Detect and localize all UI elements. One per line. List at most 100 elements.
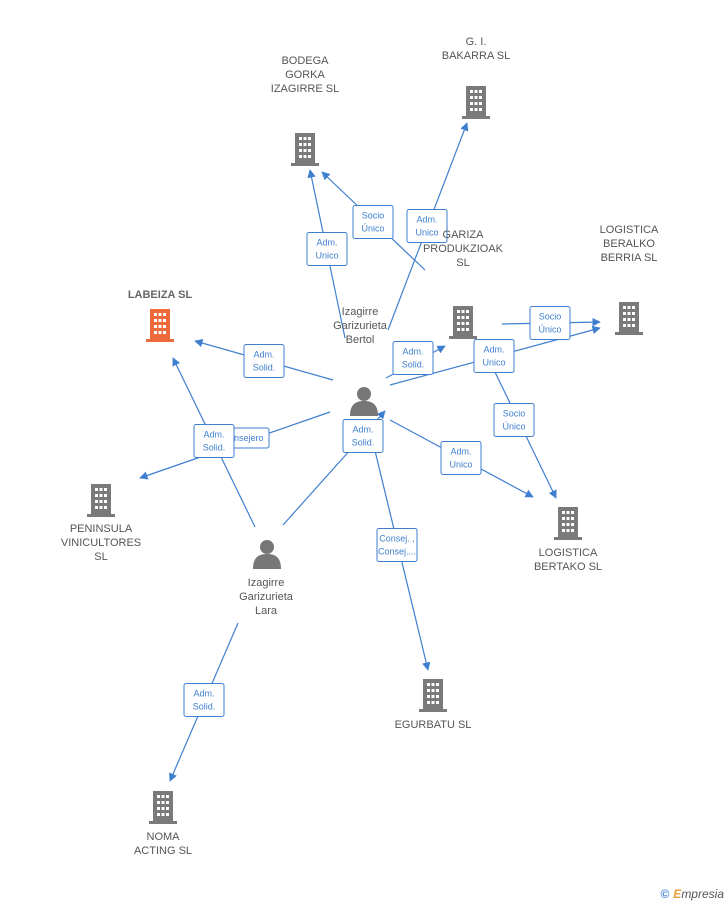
building-icon [291, 133, 319, 166]
node-label-line: ACTING SL [134, 845, 192, 857]
node-label-line: BODEGA [281, 55, 329, 67]
edge-label-text: Solid. [402, 360, 425, 370]
edge-label-e9[interactable]: Adm. Unico [440, 441, 482, 475]
edge-label-box [306, 232, 348, 266]
edge-label-text: Consejero [222, 433, 263, 443]
node-label-line: SL [456, 257, 469, 269]
node-label-line: GORKA [285, 69, 325, 81]
node-label-line: BERRIA SL [601, 252, 658, 264]
edge-label-text: Adm. [450, 447, 471, 457]
edge-label-text: Solid. [203, 443, 226, 453]
node-label-line: VINICULTORES [61, 537, 141, 549]
node-bodega[interactable]: BODEGA GORKA IZAGIRRE SL [271, 55, 339, 166]
edge-label-text: Solid. [253, 363, 276, 373]
node-label-line: Garizurieta [333, 320, 388, 332]
edge-label-box [193, 424, 235, 458]
edge-label-box [440, 441, 482, 475]
edge-label-text: Adm. [203, 430, 224, 440]
node-label-line: Izagirre [248, 577, 285, 589]
edge-label-text: Socio [503, 409, 526, 419]
edge-label-text: Unico [482, 358, 505, 368]
edge-label-e5[interactable]: Adm. Solid. [392, 341, 434, 375]
edge-label-text: Unico [449, 460, 472, 470]
edge-label-text: Consej.... [378, 547, 416, 557]
edge-label-text: Adm. [352, 425, 373, 435]
node-label-line: BERALKO [603, 238, 655, 250]
edge-label-text: Adm. [316, 238, 337, 248]
person-icon [350, 387, 378, 416]
edge-label-text: Adm. [402, 347, 423, 357]
edge-label-text: Socio [362, 211, 385, 221]
node-label-line: PRODUKZIOAK [423, 243, 504, 255]
node-bertako[interactable]: LOGISTICA BERTAKO SL [534, 507, 602, 573]
node-label-line: GARIZA [443, 229, 485, 241]
edge-label-text: Único [538, 325, 561, 335]
edge-label-text: Unico [315, 251, 338, 261]
edge-label-text: Único [502, 422, 525, 432]
building-icon [146, 309, 174, 342]
node-label-line: LOGISTICA [600, 224, 659, 236]
edge-label-text: Socio [539, 312, 562, 322]
node-beralko[interactable]: LOGISTICA BERALKO BERRIA SL [600, 224, 659, 335]
edge-label-text: Adm. [193, 689, 214, 699]
node-label-line: Lara [255, 605, 278, 617]
edge-label-e13[interactable]: Consej. , Consej.... [376, 528, 418, 562]
node-label-line: EGURBATU SL [395, 719, 472, 731]
edge-label-e12[interactable]: Adm. Solid. [193, 424, 235, 458]
nodes-layer: LABEIZA SL BODEGA GORKA IZAGIRRE SL G. I. BAK… [61, 36, 659, 857]
building-icon [462, 86, 490, 119]
edge-label-box [243, 344, 285, 378]
building-icon [554, 507, 582, 540]
edge-label-e3[interactable]: Adm. Unico [406, 209, 448, 243]
building-icon [87, 484, 115, 517]
edge-label-e1[interactable]: Adm. Unico [306, 232, 348, 266]
node-label-line: BERTAKO SL [534, 561, 602, 573]
edge-label-box [493, 403, 535, 437]
edge-labels-layer: Adm.UnicoSocioÚnicoAdm.UnicoAdm.Solid.Ad… [183, 205, 571, 717]
person-icon [253, 540, 281, 569]
node-bakarra[interactable]: G. I. BAKARRA SL [442, 36, 510, 119]
node-peninsula[interactable]: PENINSULA VINICULTORES SL [61, 484, 141, 563]
edge-label-text: Adm. [483, 345, 504, 355]
node-gariza[interactable]: GARIZA PRODUKZIOAK SL [423, 229, 504, 339]
node-label-line: LOGISTICA [539, 547, 598, 559]
node-label-line: Garizurieta [239, 591, 294, 603]
edge-label-box [406, 209, 448, 243]
edge-label-e6[interactable]: Adm. Unico [473, 339, 515, 373]
edge-label-box [529, 306, 571, 340]
node-label-line: SL [94, 551, 107, 563]
building-icon [615, 302, 643, 335]
edge-label-box [376, 528, 418, 562]
edge-label-text: Adm. [253, 350, 274, 360]
edge-label-text: Solid. [193, 702, 216, 712]
edge-label-text: Único [361, 224, 384, 234]
edge-label-text: Unico [415, 228, 438, 238]
edge-label-text: Solid. [352, 438, 375, 448]
building-icon [149, 791, 177, 824]
node-label-line: IZAGIRRE SL [271, 83, 339, 95]
edge-label-e14[interactable]: Adm. Solid. [183, 683, 225, 717]
edge-label-box [342, 419, 384, 453]
edge-label-box [392, 341, 434, 375]
footer-brand[interactable]: ©Empresia [660, 887, 724, 901]
edge-label-box [183, 683, 225, 717]
node-label-line: Izagirre [342, 306, 379, 318]
edge-label-e4[interactable]: Adm. Solid. [243, 344, 285, 378]
node-label-line: PENINSULA [70, 523, 133, 535]
brand-logo: Empresia [673, 887, 724, 901]
node-egurbatu[interactable]: EGURBATU SL [395, 679, 472, 731]
node-labeiza[interactable]: LABEIZA SL [128, 289, 193, 342]
node-label-line: G. I. [466, 36, 487, 48]
edge-label-e10[interactable]: Adm. Solid. [342, 419, 384, 453]
edge-label-text: Consej. , [379, 534, 415, 544]
node-label-line: BAKARRA SL [442, 50, 510, 62]
edge-label-text: Adm. [416, 215, 437, 225]
edge-label-box [352, 205, 394, 239]
